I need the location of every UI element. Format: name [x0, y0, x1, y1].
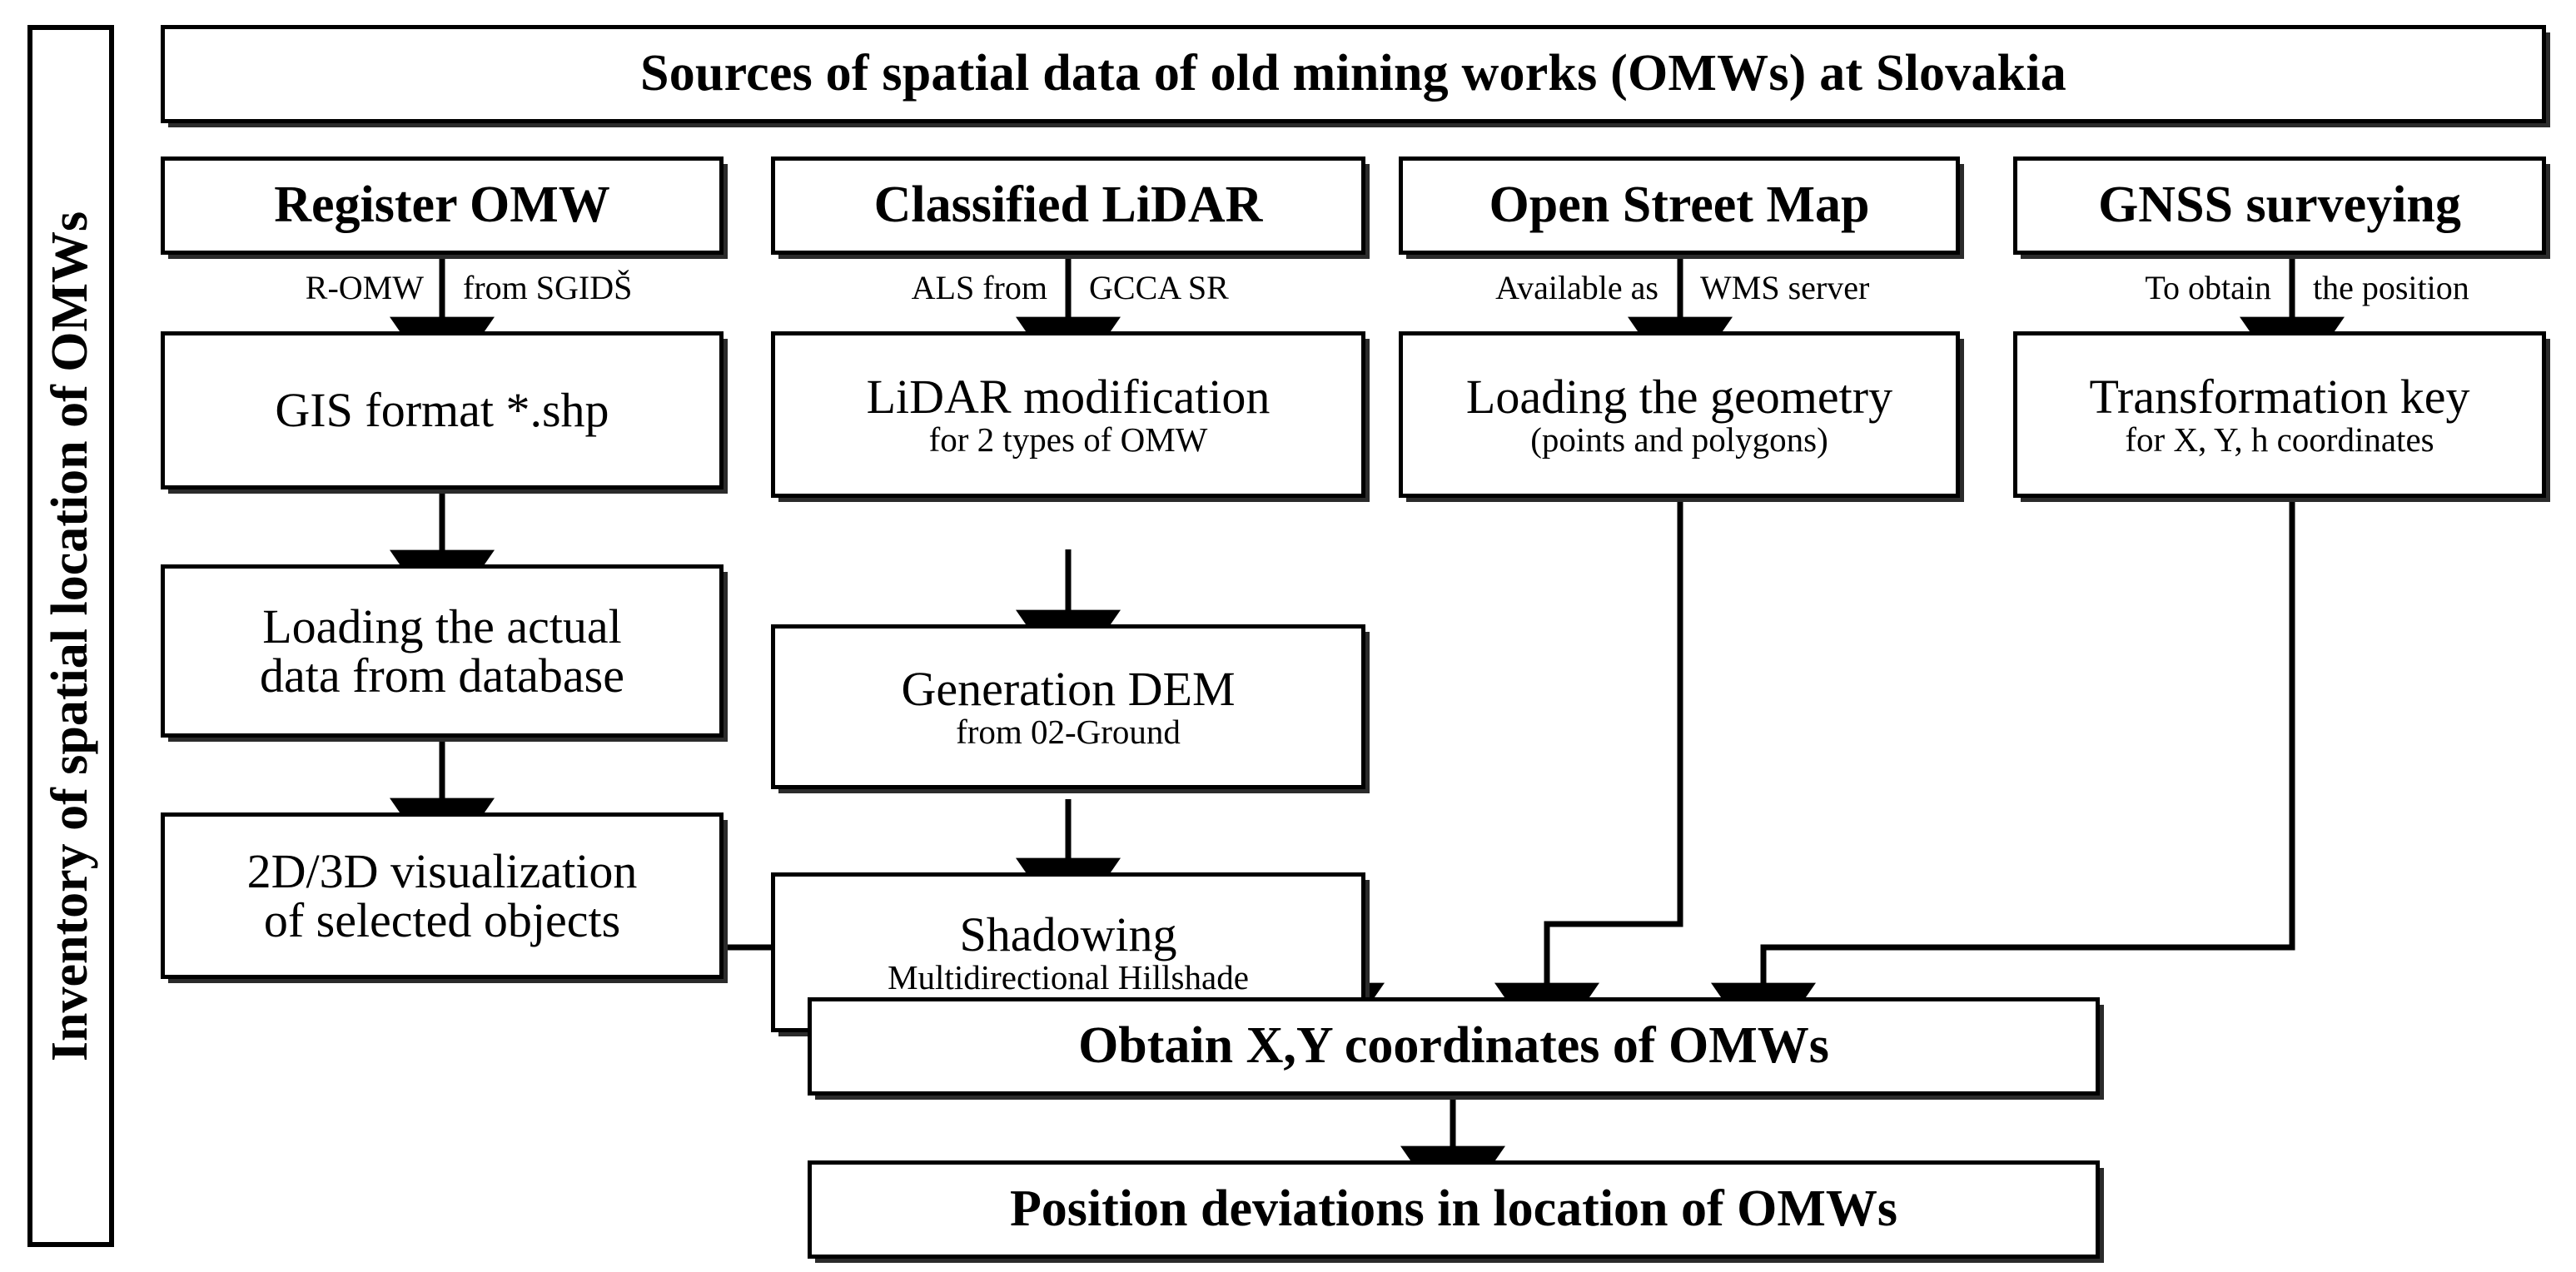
column-header-gnss-surveying: GNSS surveying [2013, 157, 2546, 255]
step-primary-text: Shadowing [959, 907, 1177, 961]
result-obtain-coordinates: Obtain X,Y coordinates of OMWs [808, 997, 2100, 1096]
edge-label-gnss-surveying-left: To obtain [2145, 269, 2271, 306]
step-primary-text: GIS format *.shp [275, 383, 609, 438]
diagram-title: Sources of spatial data of old mining wo… [640, 45, 2066, 102]
step-secondary-text: for X, Y, h coordinates [2125, 420, 2434, 459]
step-2d-3d-visualization: 2D/3D visualization of selected objects [161, 812, 724, 979]
step-primary-text: Transformation key [2089, 369, 2470, 424]
step-primary-text: 2D/3D visualization [246, 843, 638, 898]
step-primary-text-line2: data from database [259, 648, 624, 703]
step-secondary-text: Multidirectional Hillshade [888, 957, 1249, 996]
result-position-deviations: Position deviations in location of OMWs [808, 1160, 2100, 1259]
column-header-classified-lidar: Classified LiDAR [771, 157, 1365, 255]
step-primary-text: Loading the geometry [1465, 369, 1893, 424]
step-primary-text: Loading the actual [262, 599, 622, 653]
step-transformation-key: Transformation key for X, Y, h coordinat… [2013, 331, 2546, 498]
step-generation-dem: Generation DEM from 02-Ground [771, 624, 1365, 789]
step-secondary-text: (points and polygons) [1530, 420, 1828, 459]
column-header-label: GNSS surveying [2098, 176, 2461, 234]
edge-label-open-street-map-left: Available as [1495, 269, 1658, 306]
step-secondary-text: for 2 types of OMW [928, 420, 1208, 459]
column-header-label: Classified LiDAR [873, 176, 1263, 234]
step-secondary-text: from 02-Ground [956, 712, 1181, 751]
step-loading-actual-data: Loading the actual data from database [161, 564, 724, 738]
result-label: Position deviations in location of OMWs [1009, 1180, 1898, 1238]
step-primary-text: LiDAR modification [866, 369, 1271, 424]
step-loading-the-geometry: Loading the geometry (points and polygon… [1399, 331, 1960, 498]
edge-label-gnss-surveying-right: the position [2313, 269, 2469, 306]
result-label: Obtain X,Y coordinates of OMWs [1078, 1017, 1829, 1075]
edge-label-register-omw-left: R-OMW [305, 269, 424, 306]
step-primary-text-line2: of selected objects [263, 893, 621, 947]
edge-label-classified-lidar-right: GCCA SR [1089, 269, 1229, 306]
step-lidar-modification: LiDAR modification for 2 types of OMW [771, 331, 1365, 498]
step-primary-text: Generation DEM [901, 661, 1236, 716]
edge-label-open-street-map-right: WMS server [1700, 269, 1870, 306]
column-header-label: Open Street Map [1489, 176, 1870, 234]
column-header-open-street-map: Open Street Map [1399, 157, 1960, 255]
column-header-label: Register OMW [274, 176, 610, 234]
edge-label-register-omw-right: from SGIDŠ [463, 269, 633, 306]
diagram-title-box: Sources of spatial data of old mining wo… [161, 25, 2546, 123]
step-gis-format-shp: GIS format *.shp [161, 331, 724, 489]
sidebar-label: Inventory of spatial location of OMWs [42, 211, 99, 1061]
edge-label-classified-lidar-left: ALS from [911, 269, 1047, 306]
sidebar-inventory: Inventory of spatial location of OMWs [27, 25, 114, 1247]
column-header-register-omw: Register OMW [161, 157, 724, 255]
